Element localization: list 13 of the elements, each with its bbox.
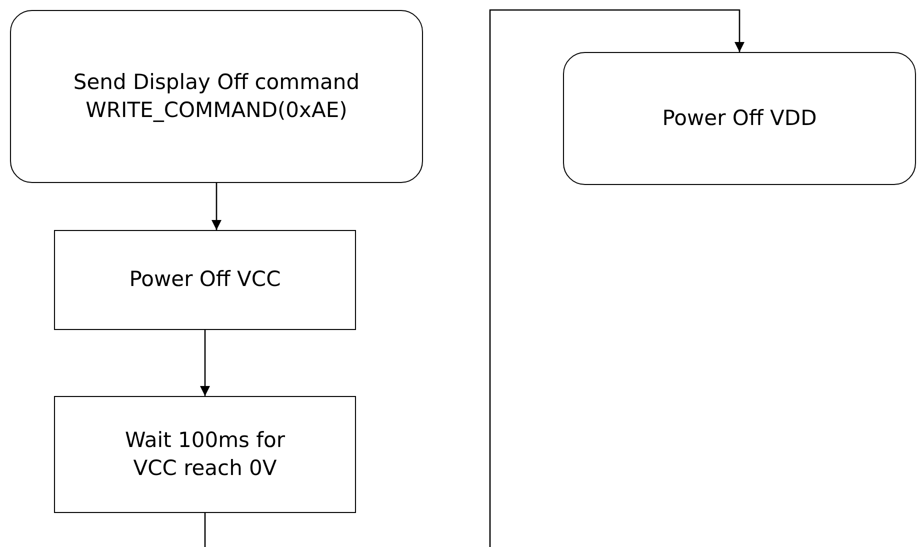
process-box bbox=[54, 230, 356, 330]
step-text: Power Off VCC bbox=[129, 266, 281, 294]
step-text: Power Off VDD bbox=[662, 104, 817, 132]
arrow bbox=[200, 330, 210, 396]
arrow bbox=[489, 9, 744, 547]
connector-line bbox=[204, 513, 206, 547]
arrow bbox=[212, 183, 222, 230]
process-box bbox=[54, 396, 356, 513]
rounded-process-box bbox=[563, 52, 916, 185]
step-text: WRITE_COMMAND(0xAE) bbox=[86, 96, 348, 124]
step-text: Wait 100ms for VCC reach 0V bbox=[124, 427, 286, 482]
rounded-process-box bbox=[10, 10, 423, 183]
step-text: Send Display Off command bbox=[73, 69, 360, 96]
